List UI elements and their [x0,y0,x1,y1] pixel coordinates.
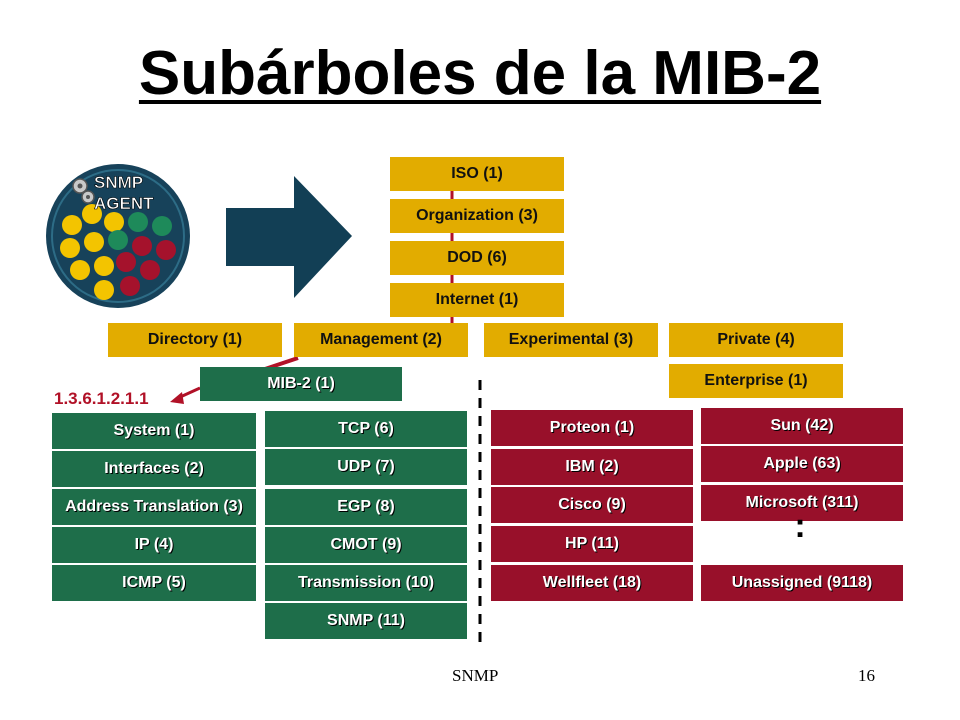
mib-group-snmp: SNMP (11) [265,603,467,639]
enterprise-sun: Sun (42) [701,408,903,444]
mib-group-egp: EGP (8) [265,489,467,525]
oid-label: 1.3.6.1.2.1.1 [54,389,149,408]
experimental-wellfleet: Wellfleet (18) [491,565,693,601]
node-experimental: Experimental (3) [484,323,658,357]
mib-group-udp: UDP (7) [265,449,467,485]
agent-label-line2: AGENT [94,194,154,213]
experimental-hp: HP (11) [491,526,693,562]
enterprise-microsoft: Microsoft (311) [701,485,903,521]
node-enterprise: Enterprise (1) [669,364,843,398]
node-organization: Organization (3) [390,199,564,233]
slide-number: 16 [858,666,875,685]
mib-group-system: System (1) [52,413,256,449]
mib-group-interfaces: Interfaces (2) [52,451,256,487]
enterprise-unassigned: Unassigned (9118) [701,565,903,601]
big-arrow-icon [226,176,352,298]
node-dod: DOD (6) [390,241,564,275]
node-mib2: MIB-2 (1) [200,367,402,401]
ellipsis-marker: : [794,507,806,545]
experimental-cisco: Cisco (9) [491,487,693,523]
gear-icon [72,178,95,204]
mib-group-tcp: TCP (6) [265,411,467,447]
mib-group-transmission: Transmission (10) [265,565,467,601]
mib-group-cmot: CMOT (9) [265,527,467,563]
mib-group-ip: IP (4) [52,527,256,563]
agent-label-line1: SNMP [94,173,143,192]
experimental-ibm: IBM (2) [491,449,693,485]
node-management: Management (2) [294,323,468,357]
oid-arrow-head [170,392,184,404]
enterprise-apple: Apple (63) [701,446,903,482]
node-internet: Internet (1) [390,283,564,317]
node-iso: ISO (1) [390,157,564,191]
mib-group-icmp: ICMP (5) [52,565,256,601]
experimental-proteon: Proteon (1) [491,410,693,446]
mib-group-address-translation: Address Translation (3) [52,489,256,525]
node-directory: Directory (1) [108,323,282,357]
node-private: Private (4) [669,323,843,357]
led-cluster [60,204,176,300]
slide-title: Subárboles de la MIB-2 [138,39,822,108]
footer-label: SNMP [452,666,499,685]
